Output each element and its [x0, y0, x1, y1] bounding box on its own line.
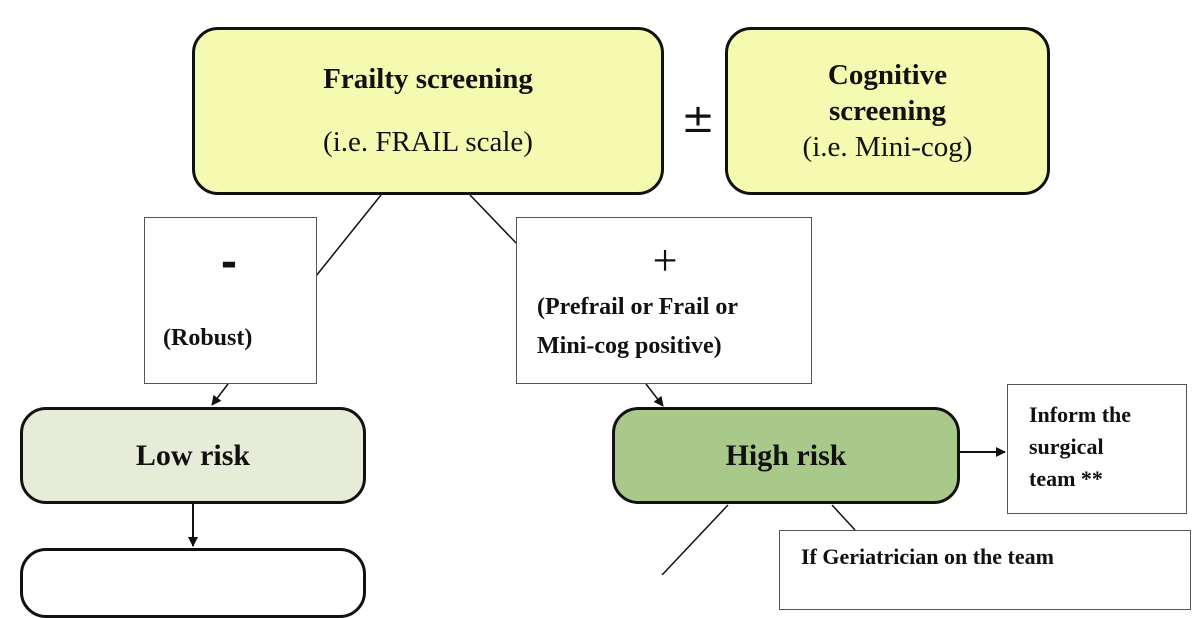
line-high-risk-down-left [661, 504, 729, 575]
inform-line3: team ** [1029, 466, 1103, 491]
high-risk-label: High risk [725, 438, 847, 472]
inform-surgical-team-box: Inform the surgical team ** [1007, 384, 1187, 514]
inform-line1: Inform the [1029, 402, 1132, 427]
positive-symbol: + [652, 236, 678, 285]
positive-result-box: + (Prefrail or Frail or Mini-cog positiv… [516, 217, 812, 384]
positive-label-line2: Mini-cog positive) [537, 333, 722, 359]
connector-lines [188, 194, 1006, 575]
line-frailty-to-negative [315, 194, 382, 277]
arrow-negative-to-low-risk [211, 383, 229, 406]
negative-label: (Robust) [163, 325, 253, 351]
line-high-risk-to-geriatrician [831, 504, 856, 531]
cognitive-screening-title-line1: Cognitive [827, 59, 948, 91]
geriatrician-label: If Geriatrician on the team [801, 544, 1054, 569]
inform-line2: surgical [1029, 434, 1104, 459]
low-risk-label: Low risk [135, 438, 251, 472]
arrow-positive-to-high-risk [645, 383, 664, 407]
positive-label-line1: (Prefrail or Frail or [537, 294, 739, 320]
cognitive-screening-title-line2: screening [828, 95, 947, 127]
low-risk-box: Low risk [20, 407, 366, 504]
frailty-screening-box: Frailty screening (i.e. FRAIL scale) [192, 27, 664, 195]
low-risk-next-step-box [20, 548, 366, 618]
cognitive-screening-box: Cognitive screening (i.e. Mini-cog) [725, 27, 1050, 195]
frailty-screening-title: Frailty screening [323, 63, 533, 95]
plus-minus-symbol: ± [681, 96, 715, 142]
line-frailty-to-positive [469, 194, 519, 246]
high-risk-box: High risk [612, 407, 960, 504]
cognitive-screening-subtitle: (i.e. Mini-cog) [802, 131, 973, 163]
negative-result-box: - (Robust) [144, 217, 317, 384]
geriatrician-box: If Geriatrician on the team [779, 530, 1191, 610]
negative-symbol: - [221, 235, 237, 288]
frailty-screening-subtitle: (i.e. FRAIL scale) [323, 126, 533, 158]
